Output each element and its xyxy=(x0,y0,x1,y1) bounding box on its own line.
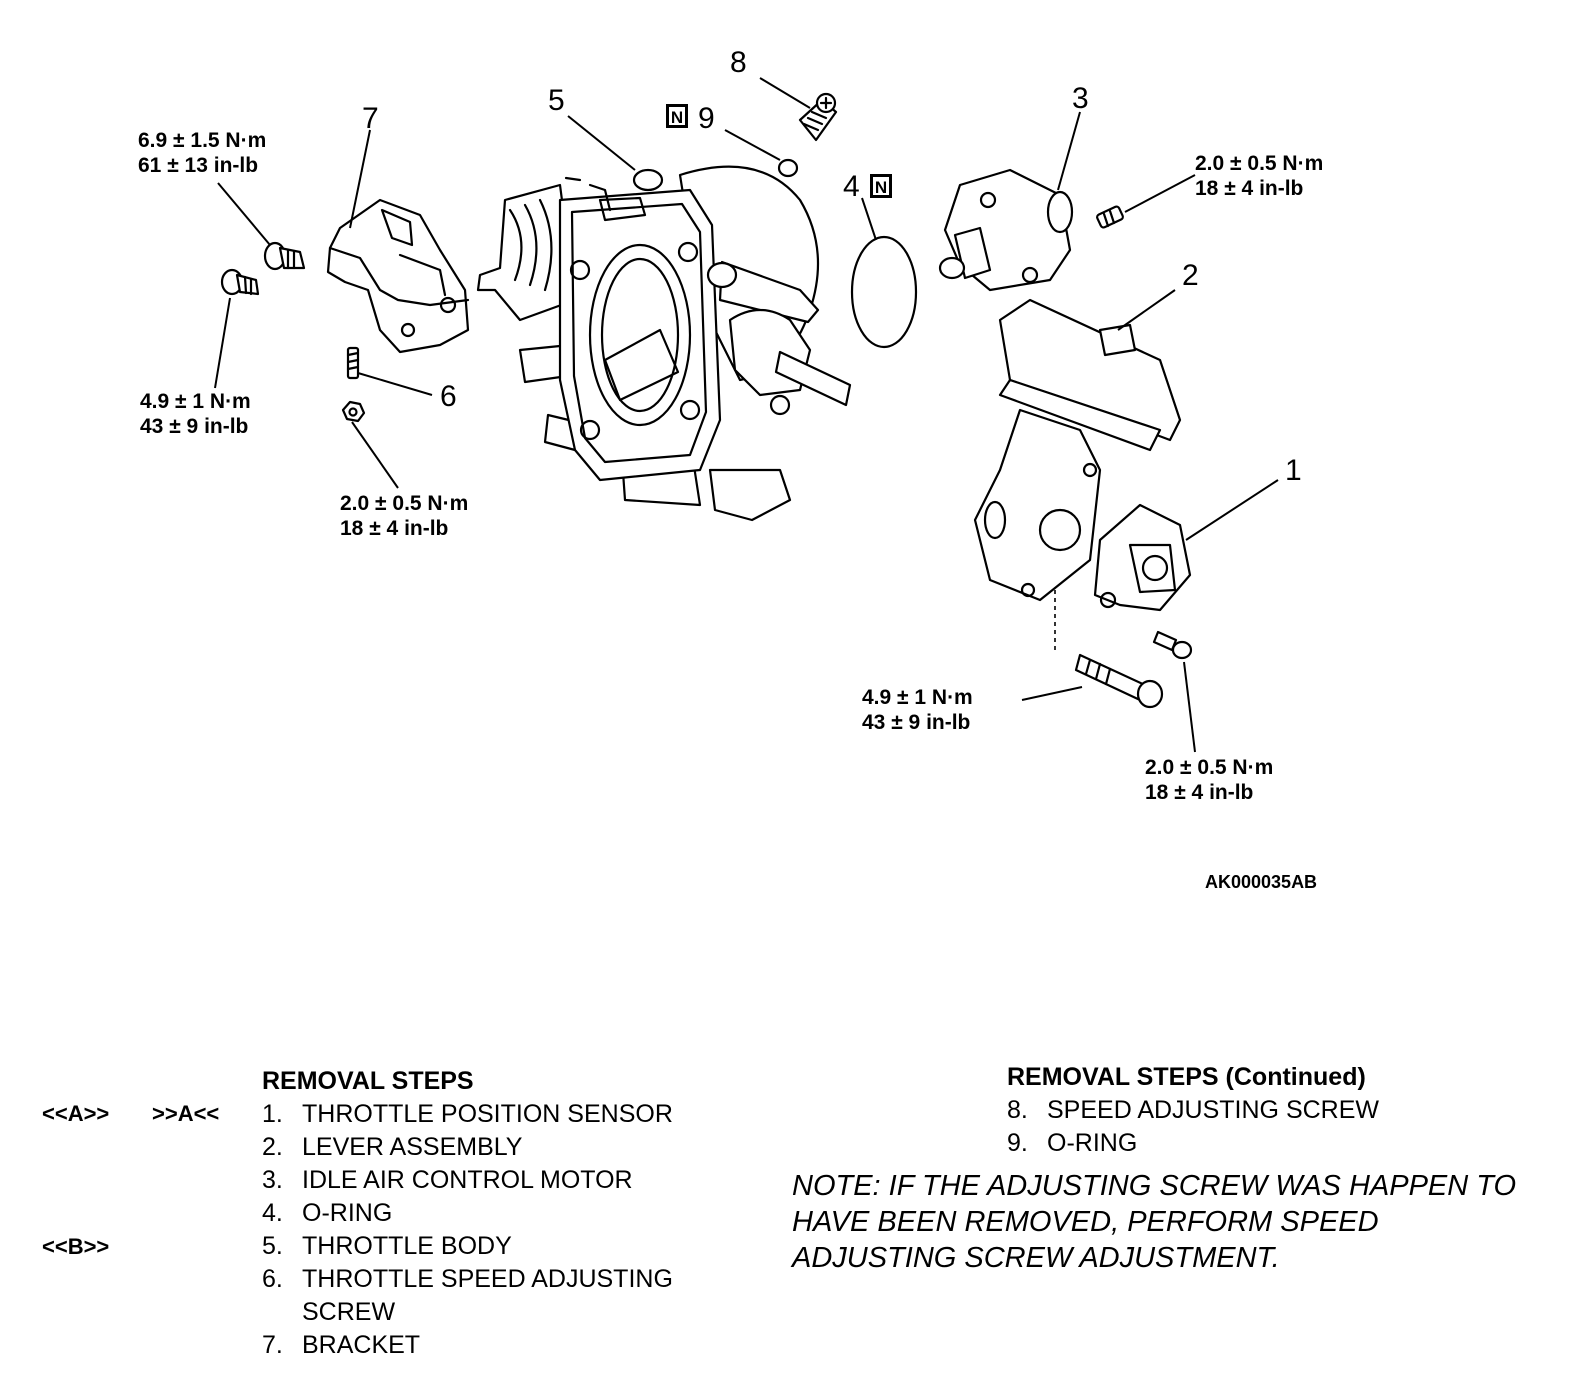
long-bolt-lever xyxy=(1074,653,1164,709)
torque-tps-screw-nm: 2.0 ± 0.5 N·m xyxy=(1145,756,1273,779)
callout-5: 5 xyxy=(548,84,565,117)
stud-screw-part-6 xyxy=(346,346,360,380)
step-mark-left-5: <<B>> xyxy=(42,1234,110,1259)
callout-4: 4 xyxy=(843,170,860,203)
torque-nut-inlb: 18 ± 4 in-lb xyxy=(340,517,448,540)
bolt-bracket-lower xyxy=(220,268,260,296)
removal-steps-continued-title: REMOVAL STEPS (Continued) xyxy=(1007,1063,1366,1091)
idle-air-control-motor-part-3 xyxy=(938,168,1074,292)
torque-bracket-lower-inlb: 43 ± 9 in-lb xyxy=(140,415,248,438)
torque-iac-screw-nm: 2.0 ± 0.5 N·m xyxy=(1195,152,1323,175)
o-ring-part-4 xyxy=(850,235,918,349)
svg-text:N: N xyxy=(875,178,887,197)
list-item: 2.LEVER ASSEMBLY xyxy=(262,1133,523,1161)
callout-6: 6 xyxy=(440,380,457,413)
callout-1: 1 xyxy=(1285,454,1302,487)
removal-steps-title: REMOVAL STEPS xyxy=(262,1067,474,1095)
torque-nut-nm: 2.0 ± 0.5 N·m xyxy=(340,492,468,515)
torque-iac-screw-inlb: 18 ± 4 in-lb xyxy=(1195,177,1303,200)
list-item: 6.THROTTLE SPEED ADJUSTING SCREW xyxy=(262,1265,673,1326)
torque-bracket-upper-inlb: 61 ± 13 in-lb xyxy=(138,154,258,177)
list-item: 9.O-RING xyxy=(1007,1129,1138,1157)
callout-7: 7 xyxy=(362,102,379,135)
nut-part-6 xyxy=(341,400,366,423)
list-item: 8.SPEED ADJUSTING SCREW xyxy=(1007,1096,1379,1124)
removal-steps: REMOVAL STEPS 1.THROTTLE POSITION SENSOR… xyxy=(262,1065,732,1362)
screw-tps xyxy=(1152,630,1193,660)
bolt-bracket-upper xyxy=(263,241,306,271)
list-item: 4.O-RING xyxy=(262,1199,393,1227)
callout-8: 8 xyxy=(730,46,747,79)
o-ring-part-9 xyxy=(777,158,799,178)
screw-iac-motor xyxy=(1096,205,1124,229)
svg-text:N: N xyxy=(671,108,683,127)
bracket-part-7 xyxy=(326,198,470,354)
list-item: 1.THROTTLE POSITION SENSOR xyxy=(262,1100,673,1128)
callout-2: 2 xyxy=(1182,259,1199,292)
lever-assembly-part-2 xyxy=(973,298,1182,602)
torque-lever-bolt-inlb: 43 ± 9 in-lb xyxy=(862,711,970,734)
new-part-symbol-4: N xyxy=(870,174,892,198)
figure-id: AK000035AB xyxy=(1205,872,1317,892)
callout-9: 9 xyxy=(698,102,715,135)
throttle-body-part-5 xyxy=(476,165,852,522)
list-item: 3.IDLE AIR CONTROL MOTOR xyxy=(262,1166,633,1194)
note-text: NOTE: IF THE ADJUSTING SCREW WAS HAPPEN … xyxy=(792,1170,1517,1274)
torque-bracket-lower-nm: 4.9 ± 1 N·m xyxy=(140,390,251,413)
torque-lever-bolt-nm: 4.9 ± 1 N·m xyxy=(862,686,973,709)
list-item: 5.THROTTLE BODY xyxy=(262,1232,512,1260)
list-item: 7.BRACKET xyxy=(262,1331,421,1359)
throttle-position-sensor-part-1 xyxy=(1093,503,1192,612)
leader-lines xyxy=(214,77,1279,753)
removal-steps-continued: REMOVAL STEPS (Continued) 8.SPEED ADJUST… xyxy=(1007,1061,1379,1160)
speed-adjusting-screw-part-8 xyxy=(798,92,838,142)
step-mark-right-1: >>A<< xyxy=(152,1101,220,1126)
torque-tps-screw-inlb: 18 ± 4 in-lb xyxy=(1145,781,1253,804)
torque-bracket-upper-nm: 6.9 ± 1.5 N·m xyxy=(138,129,266,152)
step-mark-left-1: <<A>> xyxy=(42,1101,110,1126)
callout-3: 3 xyxy=(1072,82,1089,115)
new-part-symbol-9: N xyxy=(666,104,688,128)
